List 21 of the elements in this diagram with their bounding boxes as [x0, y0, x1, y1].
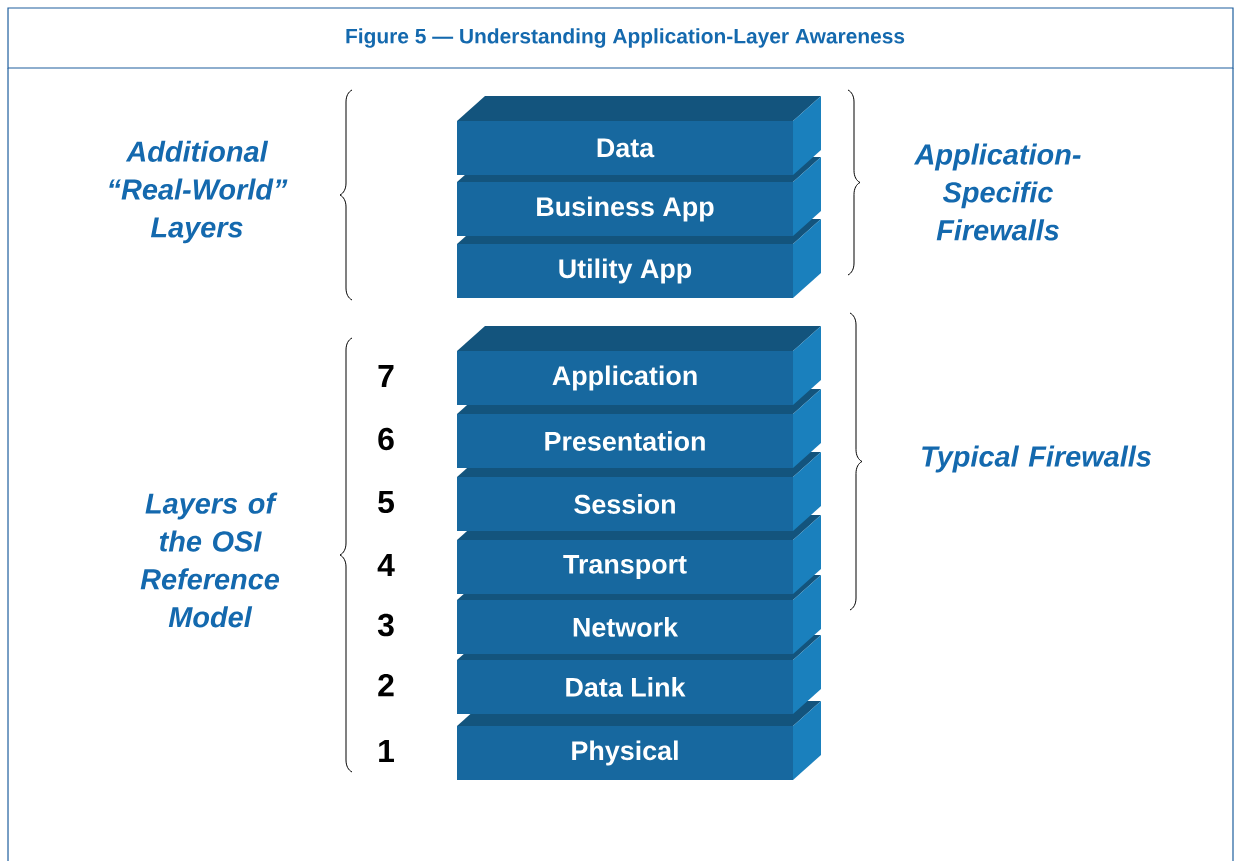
layer-number: 4	[377, 554, 395, 576]
node-label: Business App	[537, 196, 714, 222]
node-label: Network	[573, 617, 679, 637]
layer-number: 7	[378, 365, 394, 387]
title-box: Figure 5 — Understanding Application-Layer Awareness	[7, 7, 1234, 69]
side-label: Additional “Real-World” Layers	[109, 140, 288, 244]
side-label: Layers of the OSI Reference Model	[140, 492, 280, 628]
side-label: Application-Specific Firewalls	[913, 143, 1081, 241]
layer-number: 5	[378, 490, 394, 514]
layer-number: 1	[379, 740, 394, 762]
layer-block: Application	[457, 326, 821, 405]
layer-block: Data	[457, 96, 821, 175]
node-label: Presentation	[545, 431, 705, 451]
layer-number: 3	[377, 613, 394, 637]
layer-number: 2	[378, 673, 394, 697]
node-label: Utility App	[559, 258, 692, 284]
side-label: Typical Firewalls	[922, 445, 1151, 473]
layer-number: 6	[378, 427, 394, 451]
node-label: Physical	[572, 740, 678, 766]
node-label: Session	[574, 494, 675, 514]
node-label: Data Link	[566, 677, 686, 697]
